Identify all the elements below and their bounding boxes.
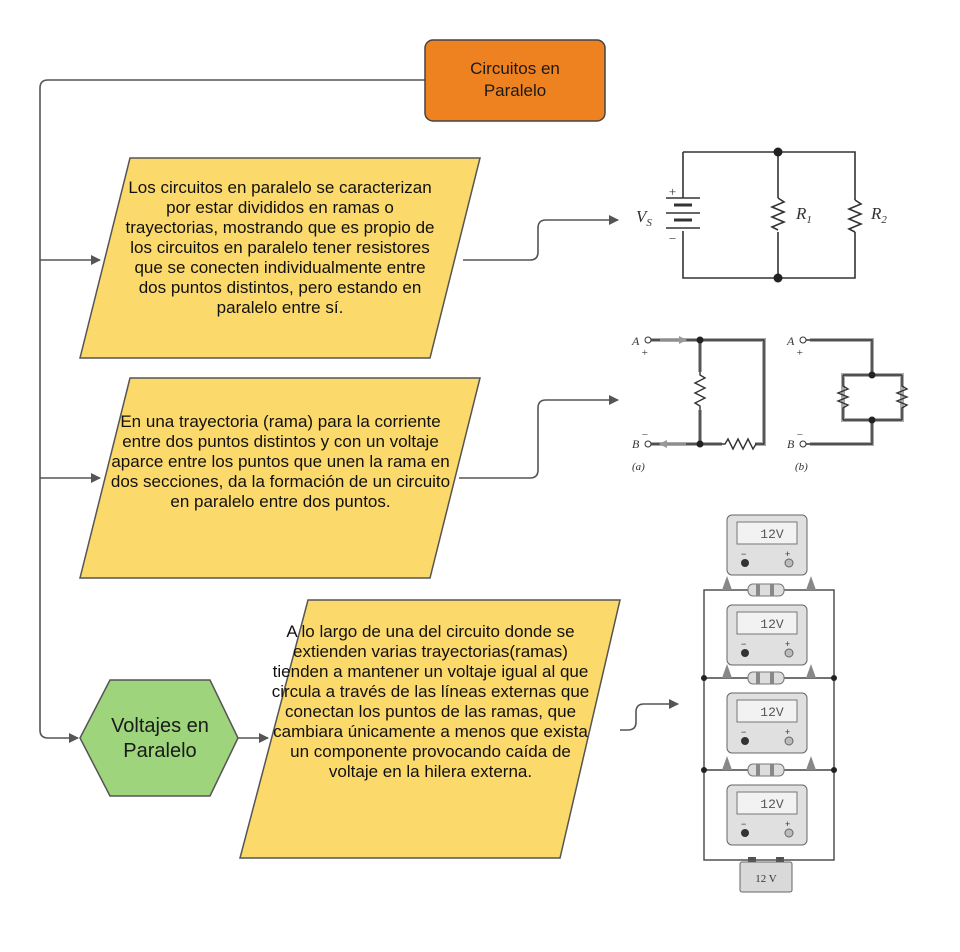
node-b-minus: −	[641, 429, 648, 441]
r2-subscript: 2	[881, 214, 887, 226]
battery-minus-sign: −	[668, 231, 677, 246]
trunk-connector	[39, 79, 425, 743]
node-b-label: B	[632, 437, 640, 451]
voltmeter-1: 12V − +	[722, 514, 816, 590]
voltmeter-4: 12V − +	[726, 784, 808, 846]
node-b-label-b: B	[787, 437, 795, 451]
meter-3-plus: +	[785, 727, 790, 737]
resistor-3-icon	[747, 763, 785, 777]
battery-icon: 12 V	[739, 857, 793, 893]
caption-a: (a)	[632, 461, 645, 473]
parallelogram-2-text: En una trayectoria (rama) para la corrie…	[110, 412, 451, 511]
meter-2-reading: 12V	[760, 617, 784, 632]
parallelogram-3-text: A lo largo de una del circuito donde se …	[271, 622, 590, 781]
meter-4-plus: +	[785, 819, 790, 829]
voltmeter-2: 12V − +	[722, 604, 816, 678]
node-a-plus: +	[641, 347, 648, 359]
svg-text:R1: R1	[795, 204, 812, 226]
parallelogram-2[interactable]	[79, 377, 481, 579]
meter-4-reading: 12V	[760, 797, 784, 812]
link-circuit2	[459, 395, 619, 479]
resistor-1-icon	[747, 583, 785, 597]
node-b-minus-b: −	[796, 429, 803, 441]
link-meters	[620, 699, 679, 731]
node-a-label: A	[631, 334, 640, 348]
meter-3-reading: 12V	[760, 705, 784, 720]
voltage-node-label: Voltajes en Paralelo	[111, 715, 209, 762]
svg-text:R2: R2	[870, 204, 887, 226]
link-circuit1	[463, 215, 619, 261]
parallelogram-3[interactable]	[239, 599, 621, 859]
node-dot-bottom	[773, 273, 783, 283]
caption-b: (b)	[795, 461, 808, 473]
svg-text:VS: VS	[636, 207, 652, 229]
meter-4-minus: −	[741, 819, 746, 829]
circuit-1-image: + − VS R1 R2	[636, 147, 887, 283]
r1-label: R	[795, 204, 807, 223]
title-node-label: Circuitos en Paralelo	[470, 59, 560, 100]
resistor-2-icon	[747, 671, 785, 685]
meter-1-minus: −	[741, 549, 746, 559]
meter-1-plus: +	[785, 549, 790, 559]
r2-label: R	[870, 204, 882, 223]
circuit-2-image: A + B − (a) A + B − (b)	[631, 334, 909, 473]
node-a-plus-b: +	[796, 347, 803, 359]
battery-plus-sign: +	[668, 184, 677, 199]
parallelogram-1[interactable]	[79, 157, 481, 359]
battery-symbol	[666, 197, 700, 229]
node-dot-top	[773, 147, 783, 157]
meter-2-minus: −	[741, 639, 746, 649]
source-subscript: S	[646, 217, 652, 229]
meter-3-minus: −	[741, 727, 746, 737]
battery-label: 12 V	[755, 873, 777, 885]
voltmeter-3: 12V − +	[722, 692, 816, 770]
voltage-node[interactable]	[79, 679, 239, 797]
source-label: V	[636, 207, 649, 226]
connectors	[39, 79, 679, 743]
voltmeters-image: 12V − + 12V − + 12V − + 12V	[701, 514, 837, 893]
r1-subscript: 1	[806, 214, 812, 226]
node-a-label-b: A	[786, 334, 795, 348]
parallelogram-1-text: Los circuitos en paralelo se caracteriza…	[125, 178, 435, 317]
junction-dots	[701, 675, 837, 773]
title-node[interactable]	[424, 39, 606, 122]
meter-2-plus: +	[785, 639, 790, 649]
meter-1-reading: 12V	[760, 527, 784, 542]
